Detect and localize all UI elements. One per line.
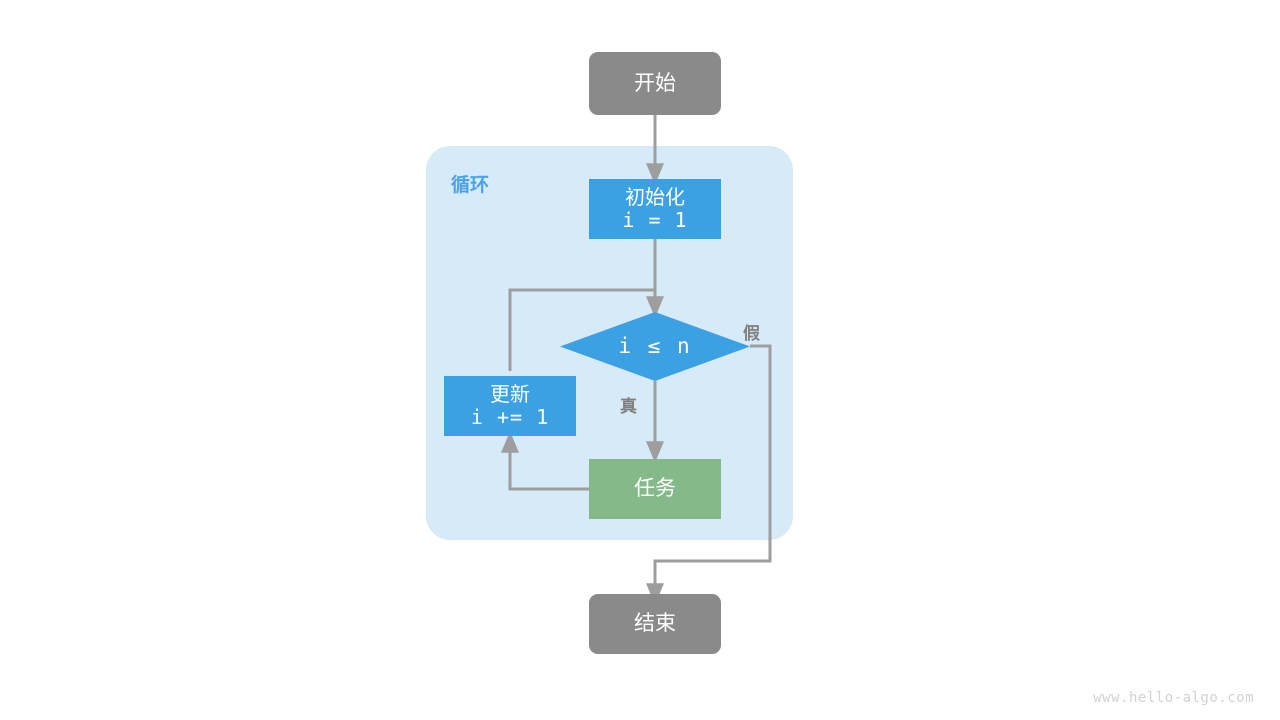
node-cond-label: i ≤ n: [618, 334, 692, 358]
node-end[interactable]: 结束: [589, 594, 721, 654]
node-task[interactable]: 任务: [589, 459, 721, 519]
node-cond-shape: [560, 312, 750, 381]
edge-update-to-cond: [508, 288, 655, 371]
edge-label-false: 假: [743, 324, 760, 343]
node-update[interactable]: 更新 i += 1: [444, 376, 576, 436]
node-end-label: 结束: [634, 612, 676, 636]
node-init[interactable]: 初始化 i = 1: [589, 179, 721, 239]
node-task-label: 任务: [634, 477, 676, 501]
edge-label-true: 真: [620, 397, 637, 416]
edge-task-to-update: [501, 431, 589, 491]
node-start-label: 开始: [634, 71, 676, 95]
edge-cond-false-to-end: [646, 344, 772, 605]
node-init-label: 初始化: [625, 186, 685, 209]
node-init-code: i = 1: [622, 208, 688, 232]
watermark: www.hello-algo.com: [1093, 690, 1254, 706]
node-update-code: i += 1: [470, 405, 550, 429]
node-update-label: 更新: [490, 383, 530, 406]
node-start[interactable]: 开始: [589, 52, 721, 115]
loop-group-label: 循环: [451, 175, 490, 196]
